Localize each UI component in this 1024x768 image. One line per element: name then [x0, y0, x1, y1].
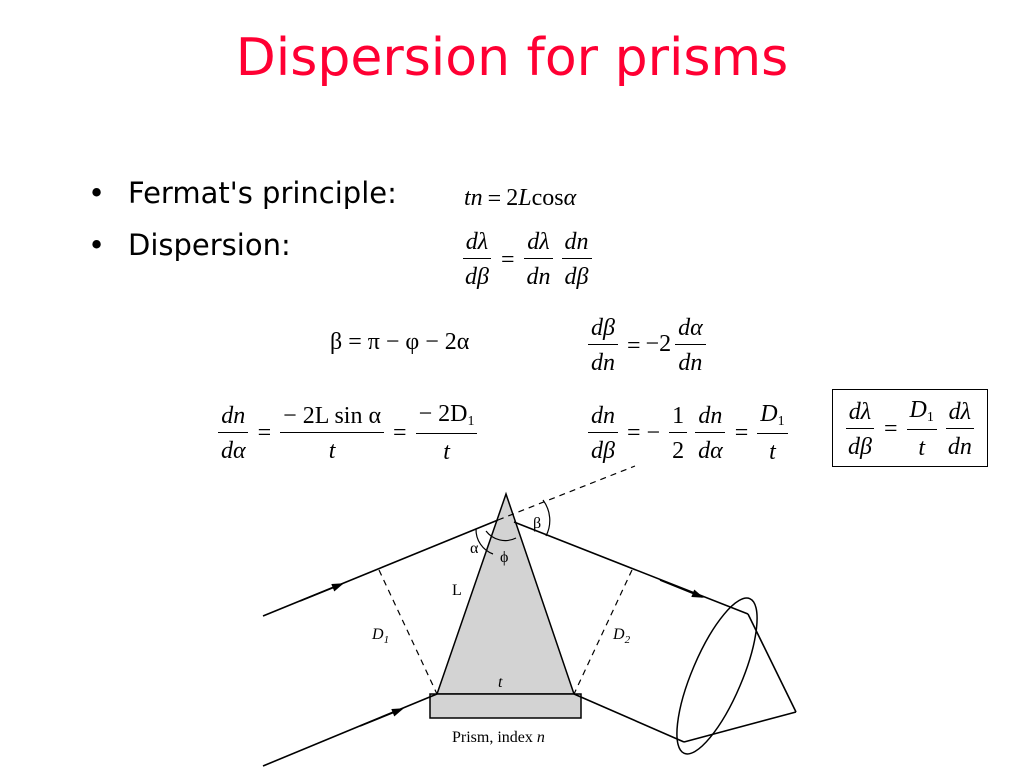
- bullet-fermat: • Fermat's principle:: [88, 176, 397, 210]
- incident-ray-extension: [497, 465, 636, 521]
- lens: [676, 597, 758, 755]
- focus-ray-bottom: [683, 711, 797, 743]
- equation-beta-relation: β = π − φ − 2α: [330, 329, 470, 355]
- bullet-dispersion: • Dispersion:: [88, 228, 291, 262]
- arc-beta: [542, 499, 551, 537]
- bullet-symbol: •: [88, 228, 106, 262]
- label-alpha: α: [470, 540, 479, 557]
- exit-ray-top: [513, 521, 749, 615]
- incident-ray-bottom: [262, 693, 438, 767]
- bullet-text-fermat: Fermat's principle:: [128, 176, 397, 210]
- label-beta: β: [533, 515, 541, 532]
- label-d1: D1: [371, 626, 389, 646]
- arrow-exit-top: [659, 579, 704, 598]
- arrow-incident-bottom: [359, 708, 404, 727]
- label-t: t: [498, 674, 503, 691]
- arrow-incident-top: [299, 583, 344, 602]
- arc-phi: [485, 530, 517, 542]
- prism-base: [429, 693, 582, 719]
- slide-title: Dispersion for prisms: [235, 28, 789, 88]
- exit-ray-bottom: [573, 693, 685, 743]
- bullet-text-dispersion: Dispersion:: [128, 228, 291, 262]
- incident-ray-top: [262, 519, 499, 617]
- bullet-symbol: •: [88, 176, 106, 210]
- prism-caption: Prism, index n: [452, 729, 545, 746]
- label-phi: ϕ: [500, 549, 508, 566]
- equation-fermat: tn=2Lcosα: [464, 185, 577, 213]
- label-d2: D2: [612, 626, 631, 646]
- wavefront-d2: [573, 569, 633, 695]
- arc-alpha: [475, 528, 494, 555]
- wavefront-d1: [378, 569, 438, 695]
- label-L: L: [452, 582, 462, 599]
- focus-ray-top: [747, 613, 797, 713]
